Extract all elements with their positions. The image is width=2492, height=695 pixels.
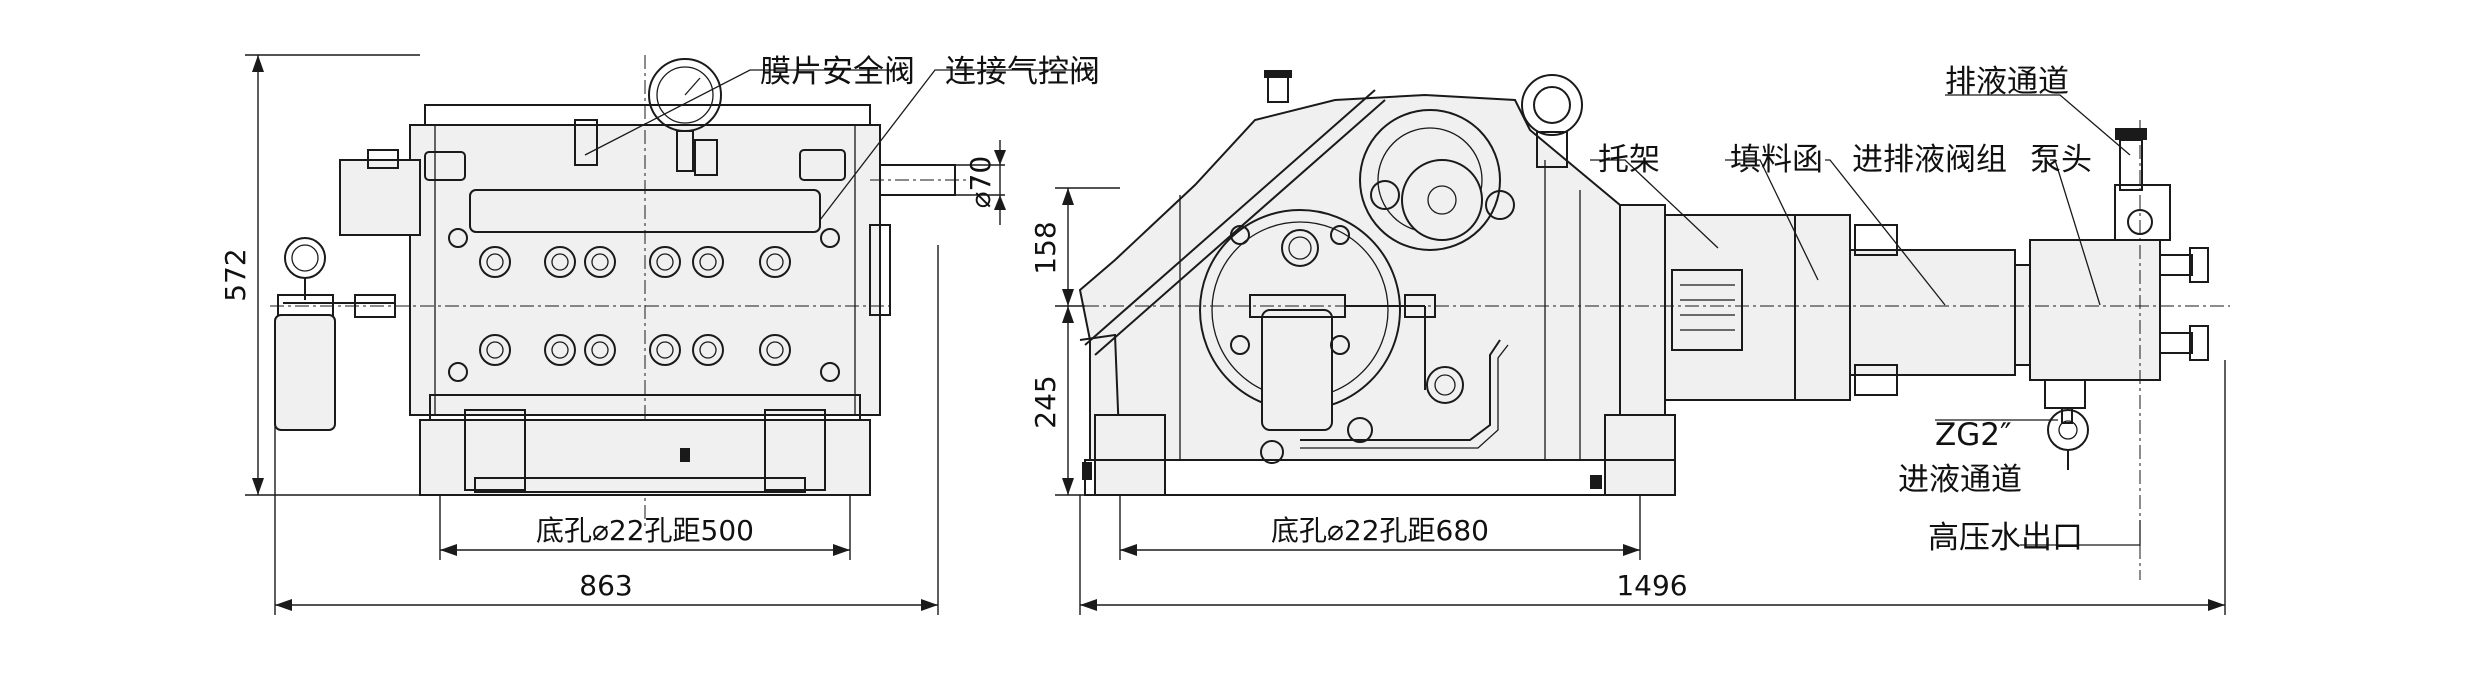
oil-filter (1261, 309, 1333, 431)
leader-pneumatic (819, 69, 1095, 221)
bracket (1664, 214, 1796, 401)
leader-stuffing (1725, 159, 1819, 281)
leader-valve-group (1825, 159, 1946, 306)
dim-245: 245 (1029, 375, 1062, 428)
label-bracket: 托架 (1598, 142, 1660, 178)
front-foot (1094, 414, 1166, 496)
drive-shaft (879, 164, 956, 196)
dim-1496: 1496 (1616, 569, 1687, 602)
stuffing-box (1794, 214, 1851, 401)
dim-572: 572 (219, 248, 252, 301)
dim-hole-680: 底孔⌀22孔距680 (1271, 514, 1489, 547)
base-frame (419, 419, 871, 496)
side-flange (339, 159, 421, 236)
filter-canister (274, 314, 336, 431)
valve-group (1849, 249, 2016, 376)
label-pump-head: 泵头 (2030, 142, 2092, 178)
dim-shaft-diameter: ⌀70 (964, 156, 997, 209)
label-inlet-channel: 进液通道 (1898, 462, 2022, 498)
label-inlet-outlet-valve-group: 进排液阀组 (1852, 142, 2007, 178)
inlet-port (2047, 409, 2089, 451)
label-diaphragm-safety-valve: 膜片安全阀 (760, 54, 915, 90)
nut-row-bottom (479, 334, 791, 366)
nameplate (1671, 269, 1743, 351)
end-view-dimensions (245, 54, 1006, 615)
nut-row-top (479, 246, 791, 278)
rear-foot (1604, 414, 1676, 496)
leader-discharge (1945, 94, 2131, 156)
label-zg-thread: ZG2″ (1935, 417, 2012, 453)
label-pneumatic-control-valve: 连接气控阀 (945, 54, 1100, 90)
dim-hole-500: 底孔⌀22孔距500 (536, 514, 754, 547)
leader-diaphragm (584, 69, 900, 156)
label-stuffing-box: 填料函 (1730, 142, 1823, 178)
leader-bracket (1590, 159, 1719, 249)
leader-outlet (2020, 520, 2141, 546)
pressure-gauge-left (284, 237, 326, 279)
crank-cover (1359, 109, 1501, 251)
label-discharge-channel: 排液通道 (1945, 64, 2069, 100)
side-view-dimensions (1055, 187, 2226, 615)
end-view (270, 55, 1095, 530)
lifting-eye (1521, 74, 1583, 136)
pump-head (2029, 239, 2161, 381)
dim-863: 863 (579, 569, 632, 602)
dim-158: 158 (1029, 221, 1062, 274)
leader-pump-head (2050, 159, 2101, 306)
side-view (1078, 70, 2230, 580)
end-view-top-rail (424, 104, 871, 126)
crosshead-guide (1619, 204, 1666, 416)
label-high-pressure-outlet: 高压水出口 (1928, 520, 2083, 556)
